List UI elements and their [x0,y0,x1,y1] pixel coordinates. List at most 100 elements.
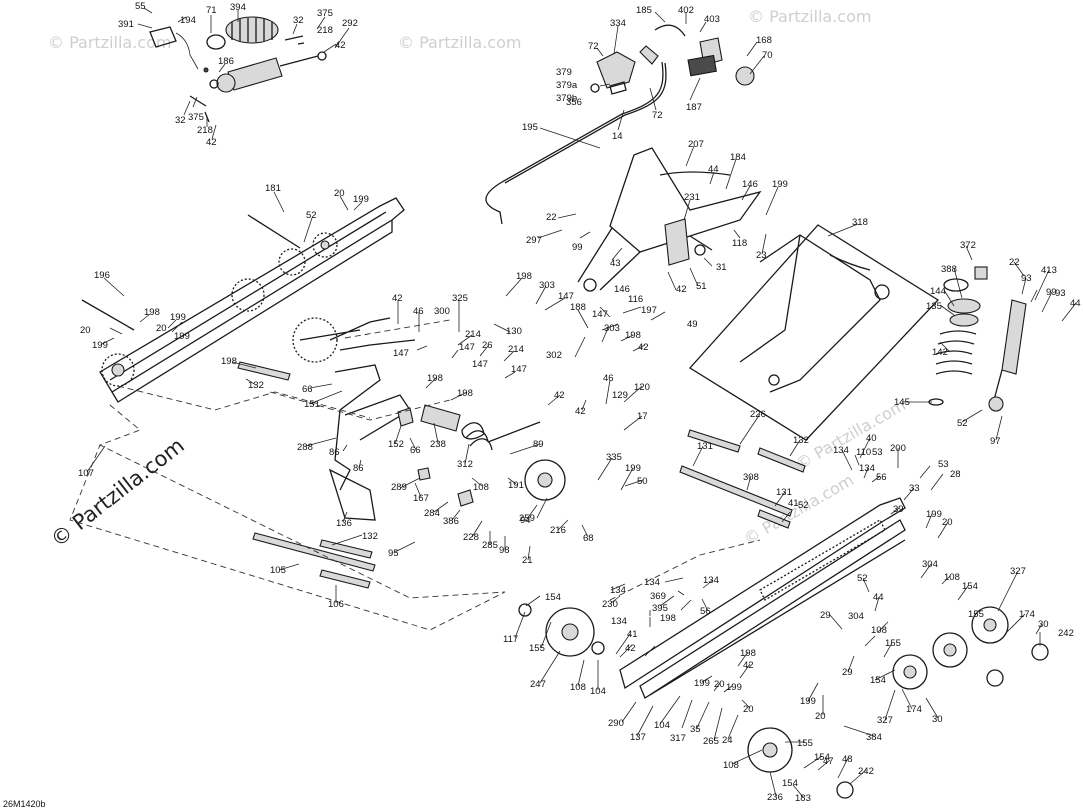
callout-131a: 131 [697,441,713,452]
callout-42e: 42 [638,342,649,353]
callout-42g-mid: 42 [575,406,586,417]
callout-134f: 134 [611,616,627,627]
callout-40: 40 [866,433,877,444]
callout-199a: 199 [772,179,788,190]
callout-17: 17 [637,411,648,422]
callout-116: 116 [628,294,643,305]
callout-72b: 72 [652,110,663,121]
callout-108a: 108 [473,482,489,493]
callout-394: 394 [230,2,246,13]
callout-132b: 132 [362,531,378,542]
callout-104b: 104 [654,720,670,731]
callout-145: 145 [894,397,910,408]
callout-14: 14 [612,131,623,142]
callout-199b: 199 [353,194,369,205]
callout-154d: 154 [814,752,830,763]
watermark-faint-2: © Partzilla.com [398,33,521,52]
callout-198c: 198 [625,330,641,341]
watermark-faint-5: © Partzilla.com [793,395,909,473]
callout-108d: 108 [570,682,586,693]
callout-198b: 198 [516,271,532,282]
callout-184: 184 [730,152,746,163]
callout-375b: 375 [188,112,204,123]
callout-52b: 52 [957,418,968,429]
callout-68: 68 [583,533,594,544]
callout-135: 135 [926,301,942,312]
callout-198a: 198 [144,307,160,318]
callout-49: 49 [687,319,698,330]
callout-52a: 52 [306,210,317,221]
callout-199h: 199 [726,682,742,693]
callout-134c: 134 [610,585,626,596]
callout-30a: 30 [1038,619,1049,630]
callout-238: 238 [430,439,446,450]
callout-290: 290 [608,718,624,729]
rear-arm-assembly [577,147,762,292]
callout-187: 187 [686,102,702,113]
callout-147d: 147 [511,364,527,375]
callout-120: 120 [634,382,650,393]
leader-lines [86,7,1077,798]
callout-194: 194 [180,15,196,26]
callout-105: 105 [270,565,286,576]
callout-284: 284 [424,508,440,519]
callout-236: 236 [767,792,783,803]
callout-46a: 46 [413,306,424,317]
callout-198d: 198 [221,356,237,367]
callout-285: 285 [482,540,498,551]
callout-231: 231 [684,192,700,203]
callout-20b: 20 [80,325,91,336]
callout-93a: 93 [1021,273,1032,284]
callout-198g: 198 [660,613,676,624]
callout-303b: 303 [604,323,620,334]
callout-308: 308 [743,472,759,483]
callout-41b: 41 [627,629,638,640]
callout-413: 413 [1041,265,1057,276]
callout-379a: 379a [556,80,578,91]
watermark-faint-1: © Partzilla.com [48,33,171,52]
callout-137: 137 [630,732,646,743]
callout-327b: 327 [877,715,893,726]
callout-372: 372 [960,240,976,251]
callout-168: 168 [756,35,772,46]
callout-152: 152 [388,439,404,450]
callout-56a: 56 [876,472,887,483]
callout-388: 388 [941,264,957,275]
callout-43: 43 [610,258,621,269]
callout-20g: 20 [815,711,826,722]
callout-94: 94 [520,515,531,526]
callout-199d: 199 [174,331,190,342]
callout-50: 50 [637,476,648,487]
callout-86a: 86 [329,447,340,458]
callout-384: 384 [866,732,882,743]
callout-369: 369 [650,591,666,602]
callout-134e: 134 [703,575,719,586]
callout-132a: 132 [248,380,264,391]
callout-325: 325 [452,293,468,304]
callout-32a: 32 [293,15,304,26]
callout-134a: 134 [833,445,849,456]
callout-42g: 42 [743,660,754,671]
callout-130: 130 [506,326,522,337]
callout-23: 23 [756,250,767,261]
callout-53a: 53 [872,447,883,458]
callout-317: 317 [670,733,686,744]
callout-48: 48 [842,754,853,765]
callout-379b: 379b [556,93,577,104]
callout-356: 356 [566,97,582,108]
callout-198h: 198 [740,648,756,659]
callout-41a: 41 [788,498,799,509]
callout-98: 98 [499,545,510,556]
assembly-guide-lines [69,385,761,631]
callout-42d: 42 [392,293,403,304]
callout-44b: 44 [1070,298,1081,309]
callout-108c: 108 [871,625,887,636]
callout-39: 39 [893,504,904,515]
callout-218a: 218 [317,25,333,36]
callout-31: 31 [716,262,727,273]
callout-labels: 55 391 194 71 394 32 375 218 292 42 186 … [78,1,1081,804]
callout-318: 318 [852,217,868,228]
callout-199e-left: 199 [92,340,108,351]
callout-106: 106 [328,599,344,610]
callout-33: 33 [909,483,920,494]
